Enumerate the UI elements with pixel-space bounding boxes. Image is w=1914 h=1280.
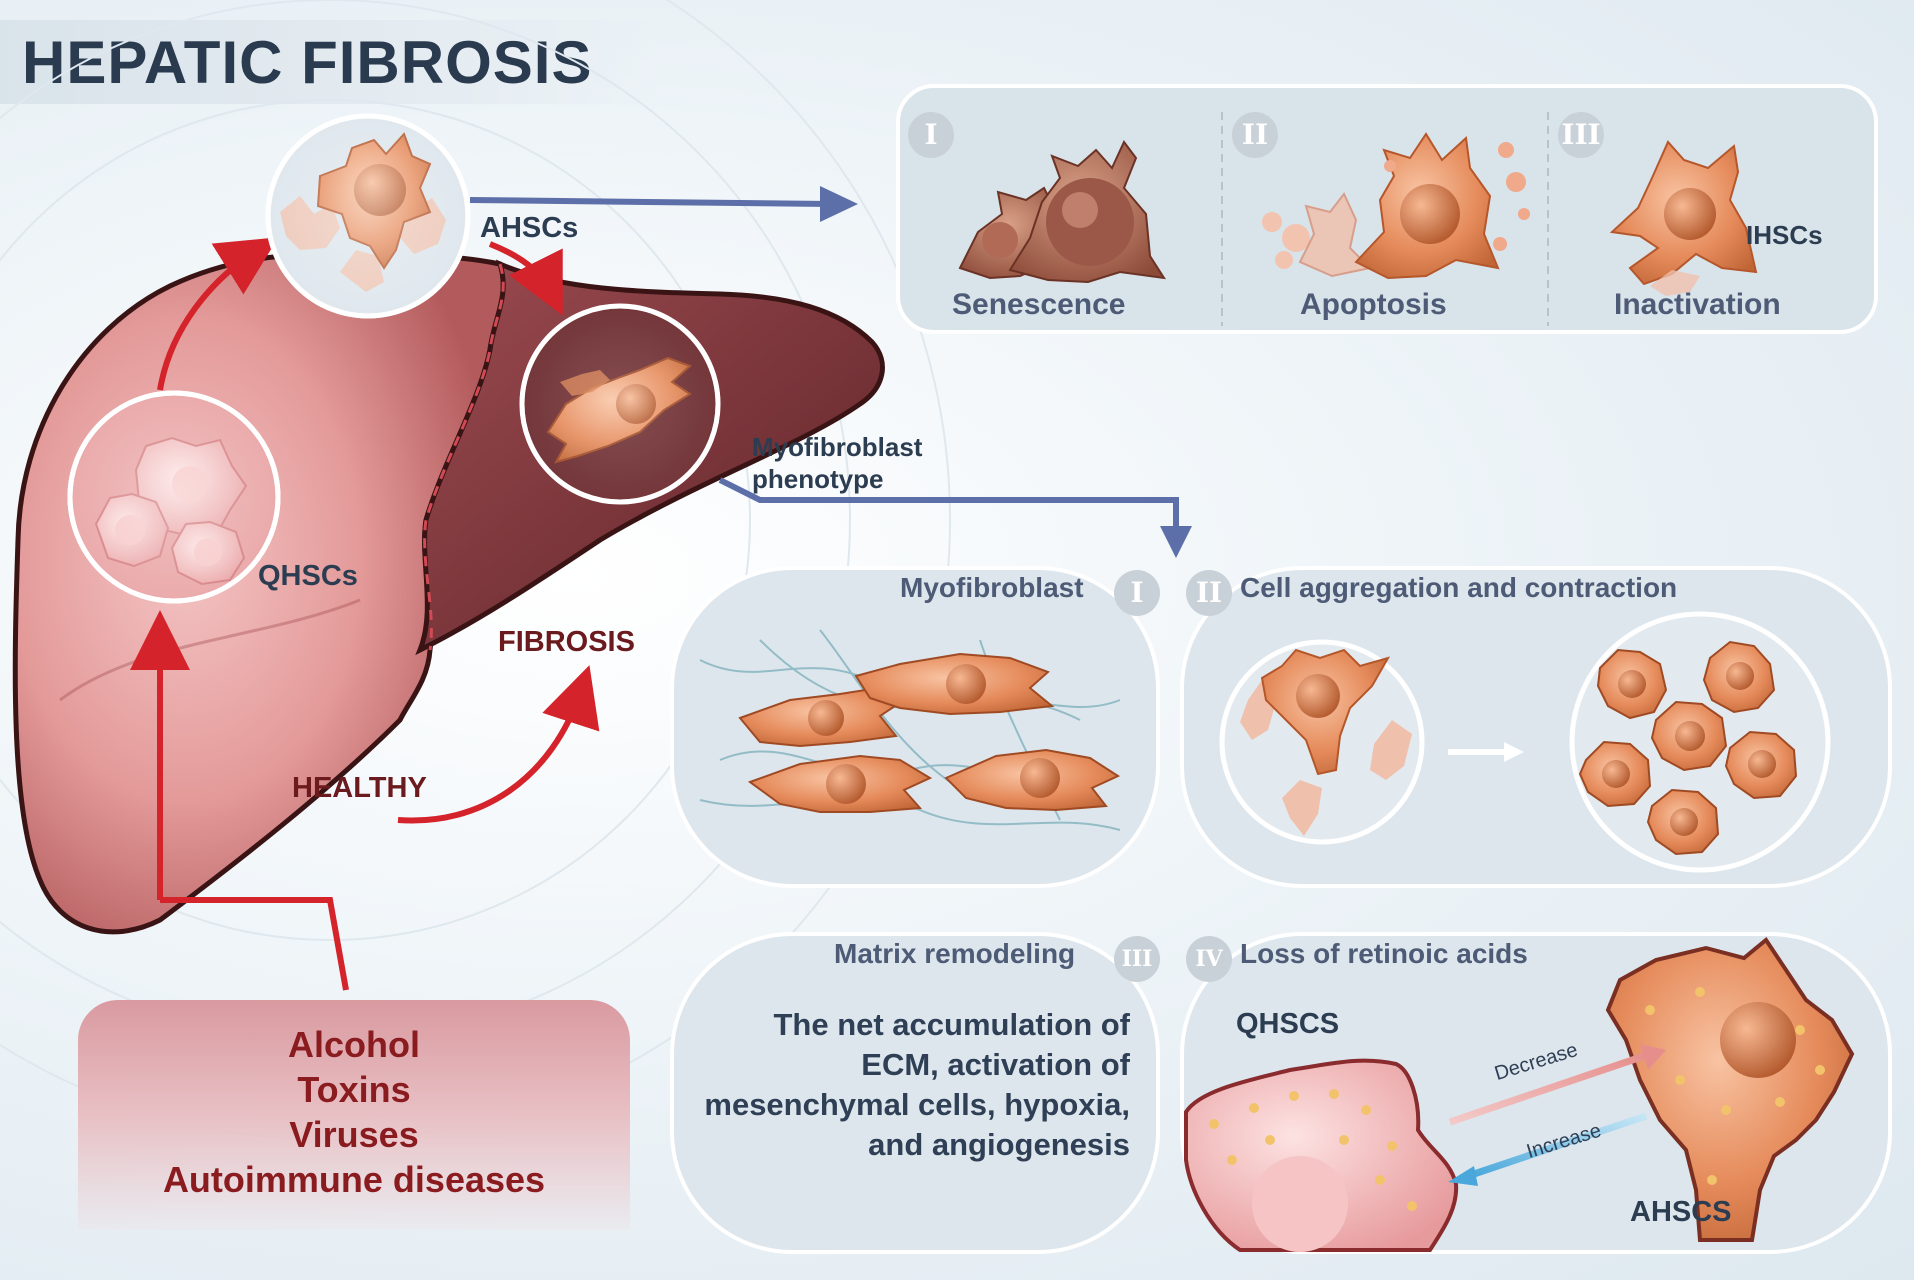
panel-numeral-2: II <box>1186 570 1232 616</box>
inactivation-cells <box>1609 140 1758 296</box>
retinoic-panel-title: Loss of retinoic acids <box>1240 938 1528 969</box>
matrix-panel-title: Matrix remodeling <box>834 938 1076 969</box>
myofibroblast-panel-title: Myofibroblast <box>900 572 1084 603</box>
aggregation-panel-title: Cell aggregation and contraction <box>1240 572 1678 603</box>
matrix-text-line3: mesenchymal cells, hypoxia, <box>704 1087 1130 1122</box>
apoptosis-cells <box>1262 132 1530 280</box>
senescence-label: Senescence <box>952 288 1126 321</box>
progression-arrows <box>130 237 600 991</box>
panel-numeral-4: IV <box>1186 936 1232 982</box>
matrix-text-line2: ECM, activation of <box>861 1047 1130 1082</box>
fate-numeral-2: II <box>1232 112 1278 158</box>
qhscs-label: QHSCs <box>258 560 358 592</box>
matrix-remodeling-text: The net accumulation of ECM, activation … <box>660 1005 1130 1165</box>
aggregation-cells <box>1219 611 1831 873</box>
panel-numeral-3: III <box>1114 936 1160 982</box>
myofibroblast-magnifier <box>519 303 721 505</box>
myofibroblast-phenotype-line1: Myofibroblast <box>752 432 923 462</box>
cause-item: Alcohol <box>288 1024 420 1065</box>
matrix-text-line1: The net accumulation of <box>773 1007 1130 1042</box>
fate-numeral-1: I <box>908 112 954 158</box>
healthy-label: HEALTHY <box>292 772 427 804</box>
panel-myofibroblast <box>670 566 1160 888</box>
panel-numeral-1: I <box>1114 570 1160 616</box>
myofibroblast-cells <box>699 629 1121 831</box>
ahscs-magnifier <box>265 113 471 319</box>
ihscs-label: IHSCs <box>1746 220 1823 250</box>
causes-box <box>78 1000 630 1230</box>
panel-matrix <box>670 932 1160 1254</box>
causes-list: Alcohol Toxins Viruses Autoimmune diseas… <box>78 1022 630 1202</box>
page-title: HEPATIC FIBROSIS <box>22 29 593 96</box>
inactivation-label: Inactivation <box>1614 288 1781 321</box>
qhscs-magnifier <box>67 390 281 604</box>
senescence-cells <box>958 140 1167 284</box>
fate-numeral-3: III <box>1558 112 1604 158</box>
cause-item: Viruses <box>289 1114 419 1155</box>
ahscs-label: AHSCs <box>480 212 579 244</box>
retinoic-ahscs-label: AHSCS <box>1630 1196 1732 1228</box>
cause-item: Toxins <box>297 1069 411 1110</box>
cause-item: Autoimmune diseases <box>162 1159 546 1200</box>
myofibroblast-phenotype-line2: phenotype <box>752 464 884 494</box>
apoptosis-label: Apoptosis <box>1300 288 1447 321</box>
fibrosis-label: FIBROSIS <box>498 626 635 658</box>
retinoic-qhscs-label: QHSCS <box>1236 1008 1340 1040</box>
title-bar <box>0 20 660 104</box>
matrix-text-line4: and angiogenesis <box>868 1127 1130 1162</box>
blue-arrows <box>469 186 1192 558</box>
retinoic-cells <box>1184 937 1855 1252</box>
